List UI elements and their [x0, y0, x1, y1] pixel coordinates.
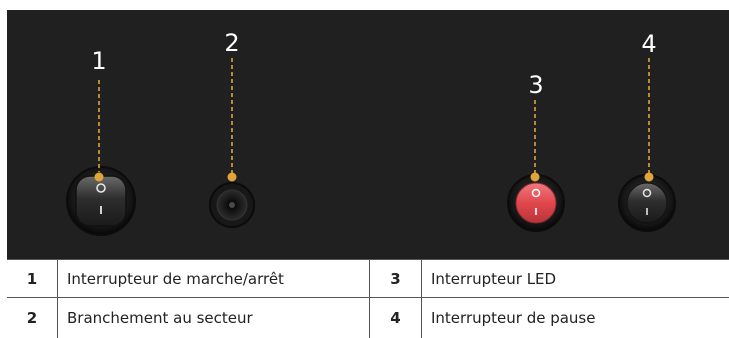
off-symbol-icon	[531, 188, 541, 198]
callout-number-4: 4	[641, 30, 656, 58]
table-row: 1 Interrupteur de marche/arrêt 3 Interru…	[7, 259, 729, 298]
callout-dot-4	[644, 172, 654, 182]
power-switch	[66, 166, 136, 236]
legend-description-4: Interrupteur de pause	[421, 297, 729, 338]
callout-number-1: 1	[91, 47, 106, 75]
legend-number-4: 4	[369, 297, 422, 338]
device-panel-photo: 1 2 3 4	[7, 10, 729, 259]
callout-number-3: 3	[528, 71, 543, 99]
callout-dot-2	[227, 172, 237, 182]
callout-legend-table: 1 Interrupteur de marche/arrêt 3 Interru…	[7, 259, 729, 338]
legend-number-2: 2	[7, 297, 58, 338]
callout-leaders	[98, 58, 650, 173]
legend-number-3: 3	[369, 259, 422, 298]
legend-description-1: Interrupteur de marche/arrêt	[57, 259, 370, 298]
legend-number-1: 1	[7, 259, 58, 298]
off-symbol-icon	[96, 183, 106, 193]
callout-dot-1	[94, 172, 104, 182]
legend-description-2: Branchement au secteur	[57, 297, 370, 338]
legend-description-3: Interrupteur LED	[421, 259, 729, 298]
mains-power-jack	[209, 182, 255, 228]
callout-number-2: 2	[224, 29, 239, 57]
led-switch	[507, 174, 565, 232]
pause-switch	[618, 174, 676, 232]
off-symbol-icon	[642, 188, 652, 198]
table-row: 2 Branchement au secteur 4 Interrupteur …	[7, 297, 729, 338]
callout-dot-3	[530, 172, 540, 182]
